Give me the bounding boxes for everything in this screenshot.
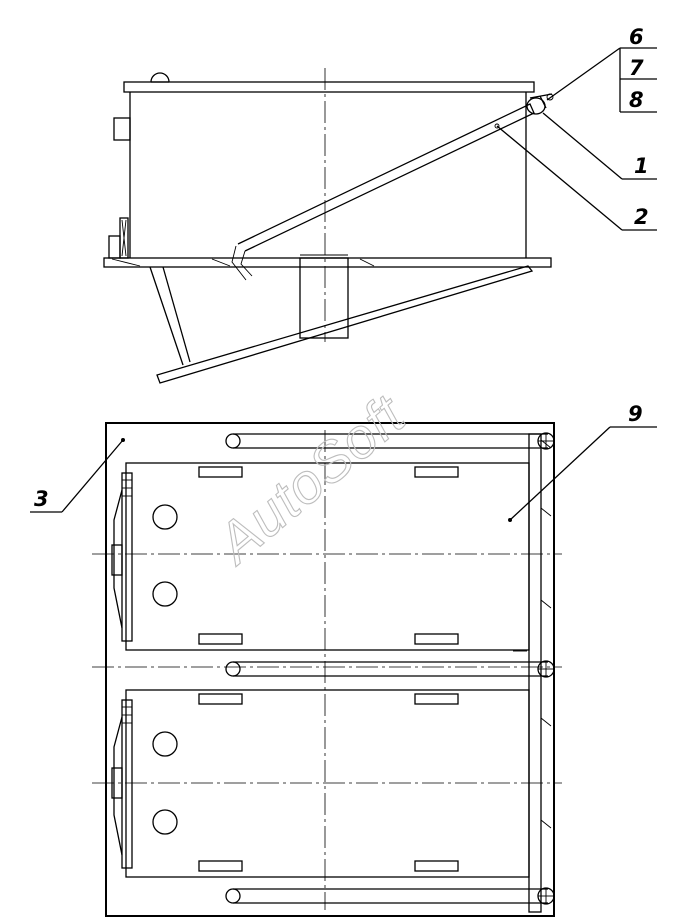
heater-tube-top [225, 433, 548, 449]
callout-8: 8 [629, 88, 644, 112]
heater-tube-bottom [225, 888, 548, 904]
heater-tube-middle [225, 661, 548, 677]
watermark: AutoSoft [203, 382, 418, 576]
callout-3: 3 [34, 487, 49, 511]
callout-9: 9 [628, 402, 643, 426]
callout-1: 1 [634, 154, 649, 178]
callouts: 6 7 8 1 2 3 9 [30, 25, 657, 521]
lower-tray [111, 689, 530, 878]
callout-7: 7 [629, 56, 644, 80]
upper-tray [111, 462, 530, 652]
plan-view [92, 422, 562, 917]
callout-6: 6 [629, 25, 644, 49]
callout-2: 2 [634, 205, 649, 229]
side-view [103, 68, 554, 384]
